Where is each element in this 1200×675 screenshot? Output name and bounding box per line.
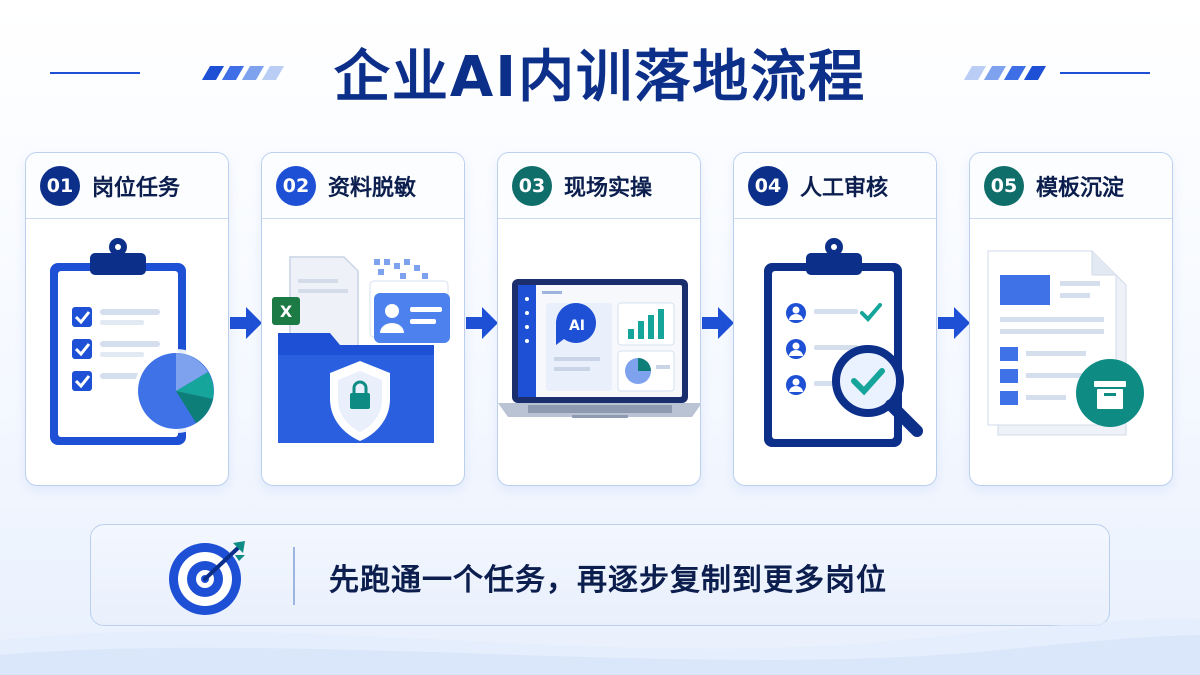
step-number-badge: 03 [512, 165, 552, 206]
step-number-badge: 01 [40, 165, 80, 206]
arrow-right-icon [230, 307, 262, 339]
page-title: 企业AI内训落地流程 [333, 45, 867, 110]
step-label: 现场实操 [564, 175, 653, 201]
clipboard-checklist-pie-icon [26, 221, 228, 485]
step-number-badge: 02 [276, 165, 316, 206]
document-archive-box-icon [970, 221, 1172, 485]
step-header: 01 岗位任务 [26, 153, 228, 219]
svg-text:AI: AI [569, 318, 585, 334]
step-card-1: 01 岗位任务 [25, 152, 229, 486]
step-header: 03 现场实操 [498, 153, 700, 219]
title-decoration-left [50, 66, 285, 80]
arrow-right-icon [466, 307, 498, 339]
step-card-2: 02 资料脱敏 X [261, 152, 465, 486]
step-card-3: 03 现场实操 AI [497, 152, 701, 486]
target-arrow-icon [169, 541, 245, 615]
step-number-badge: 05 [984, 165, 1024, 206]
step-header: 04 人工审核 [734, 153, 936, 219]
banner-text: 先跑通一个任务，再逐步复制到更多岗位 [329, 563, 887, 598]
step-label: 资料脱敏 [328, 175, 417, 201]
banner-divider [293, 547, 295, 605]
step-header: 05 模板沉淀 [970, 153, 1172, 219]
arrow-right-icon [938, 307, 970, 339]
title-decoration-right [960, 66, 1160, 80]
laptop-ai-chat-icon: AI [498, 221, 700, 485]
summary-banner: 先跑通一个任务，再逐步复制到更多岗位 [90, 524, 1110, 626]
arrow-right-icon [702, 307, 734, 339]
step-label: 模板沉淀 [1036, 175, 1125, 201]
title-row: 企业AI内训落地流程 [0, 22, 1200, 112]
folder-shield-lock-icon: X [262, 221, 464, 485]
step-header: 02 资料脱敏 [262, 153, 464, 219]
step-card-5: 05 模板沉淀 [969, 152, 1173, 486]
background-wave [0, 618, 1200, 675]
step-number-badge: 04 [748, 165, 788, 206]
step-label: 人工审核 [800, 175, 889, 201]
step-label: 岗位任务 [92, 175, 181, 201]
step-card-4: 04 人工审核 [733, 152, 937, 486]
svg-text:X: X [280, 302, 293, 321]
clipboard-review-magnifier-icon [734, 221, 936, 485]
